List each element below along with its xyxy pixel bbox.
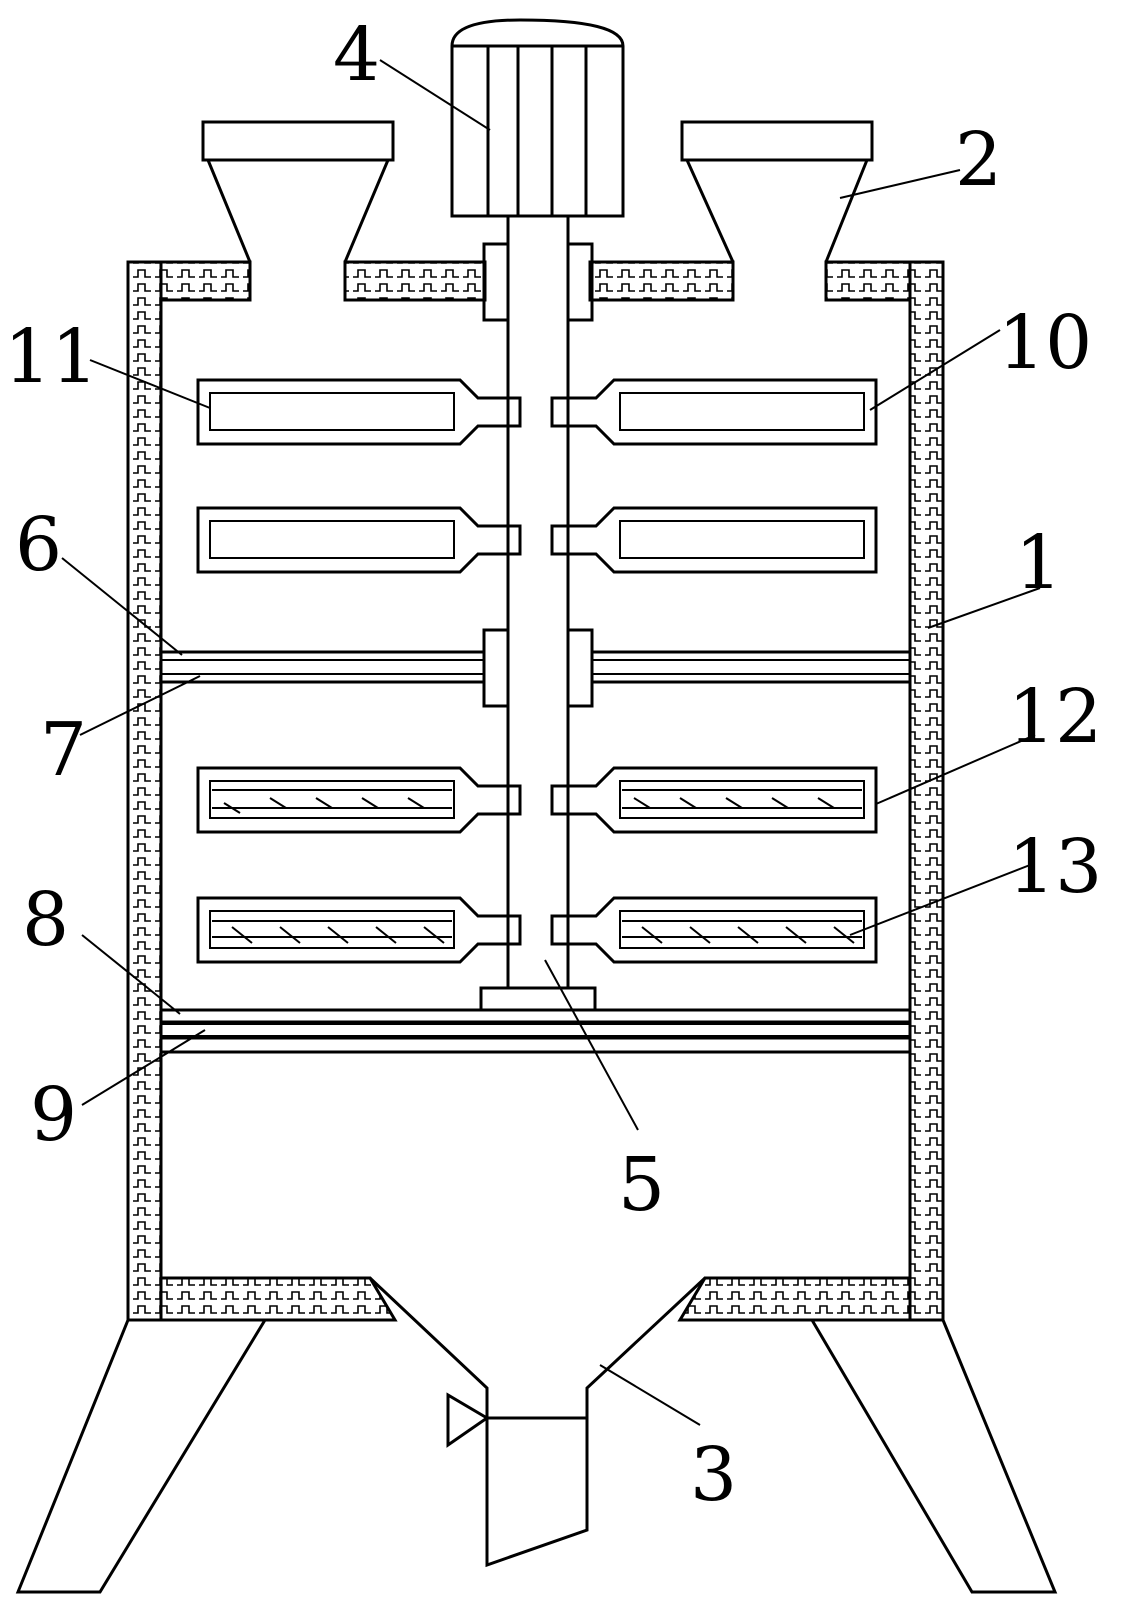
partition-plate: [160, 650, 911, 684]
discharge-outlet: [368, 1276, 707, 1568]
support-legs: [15, 1319, 1058, 1594]
lower-paddles: [196, 766, 878, 964]
upper-paddles: [196, 378, 878, 574]
label-13: 13: [1008, 824, 1102, 910]
filter-screen: [160, 1008, 911, 1054]
label-6: 6: [15, 502, 62, 588]
label-5: 5: [618, 1142, 665, 1228]
motor: [450, 18, 625, 218]
label-1: 1: [1015, 520, 1062, 606]
stirring-shaft: [479, 216, 597, 1012]
label-4: 4: [333, 12, 380, 98]
label-3: 3: [690, 1432, 737, 1518]
leader-lines: [61, 59, 1041, 1426]
part-labels: 4 2 10 11 6 1 7 12 13 8 9 5 3: [4, 12, 1102, 1518]
tank-body: [126, 260, 945, 1322]
label-12: 12: [1008, 674, 1102, 760]
label-8: 8: [22, 877, 69, 963]
label-11: 11: [4, 314, 98, 400]
label-9: 9: [30, 1072, 77, 1158]
label-7: 7: [40, 707, 87, 793]
label-2: 2: [955, 117, 1002, 203]
label-10: 10: [998, 300, 1092, 386]
